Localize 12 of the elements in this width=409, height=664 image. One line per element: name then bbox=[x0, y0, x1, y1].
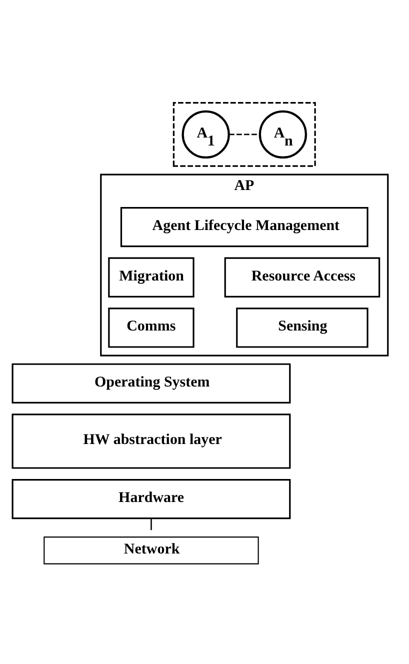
node-box: Resource Access bbox=[224, 257, 380, 298]
connector bbox=[229, 134, 260, 136]
node-box: Sensing bbox=[236, 308, 368, 348]
connector bbox=[150, 518, 152, 530]
cluster bbox=[172, 102, 316, 167]
node-box: HW abstraction layer bbox=[12, 414, 291, 469]
node-box: Comms bbox=[108, 308, 194, 348]
node-box: Agent Lifecycle Management bbox=[120, 206, 368, 248]
node-box: Network bbox=[44, 536, 259, 564]
node-box: Operating System bbox=[12, 363, 291, 404]
node-box: Migration bbox=[108, 257, 194, 298]
node-box: Hardware bbox=[12, 478, 291, 520]
